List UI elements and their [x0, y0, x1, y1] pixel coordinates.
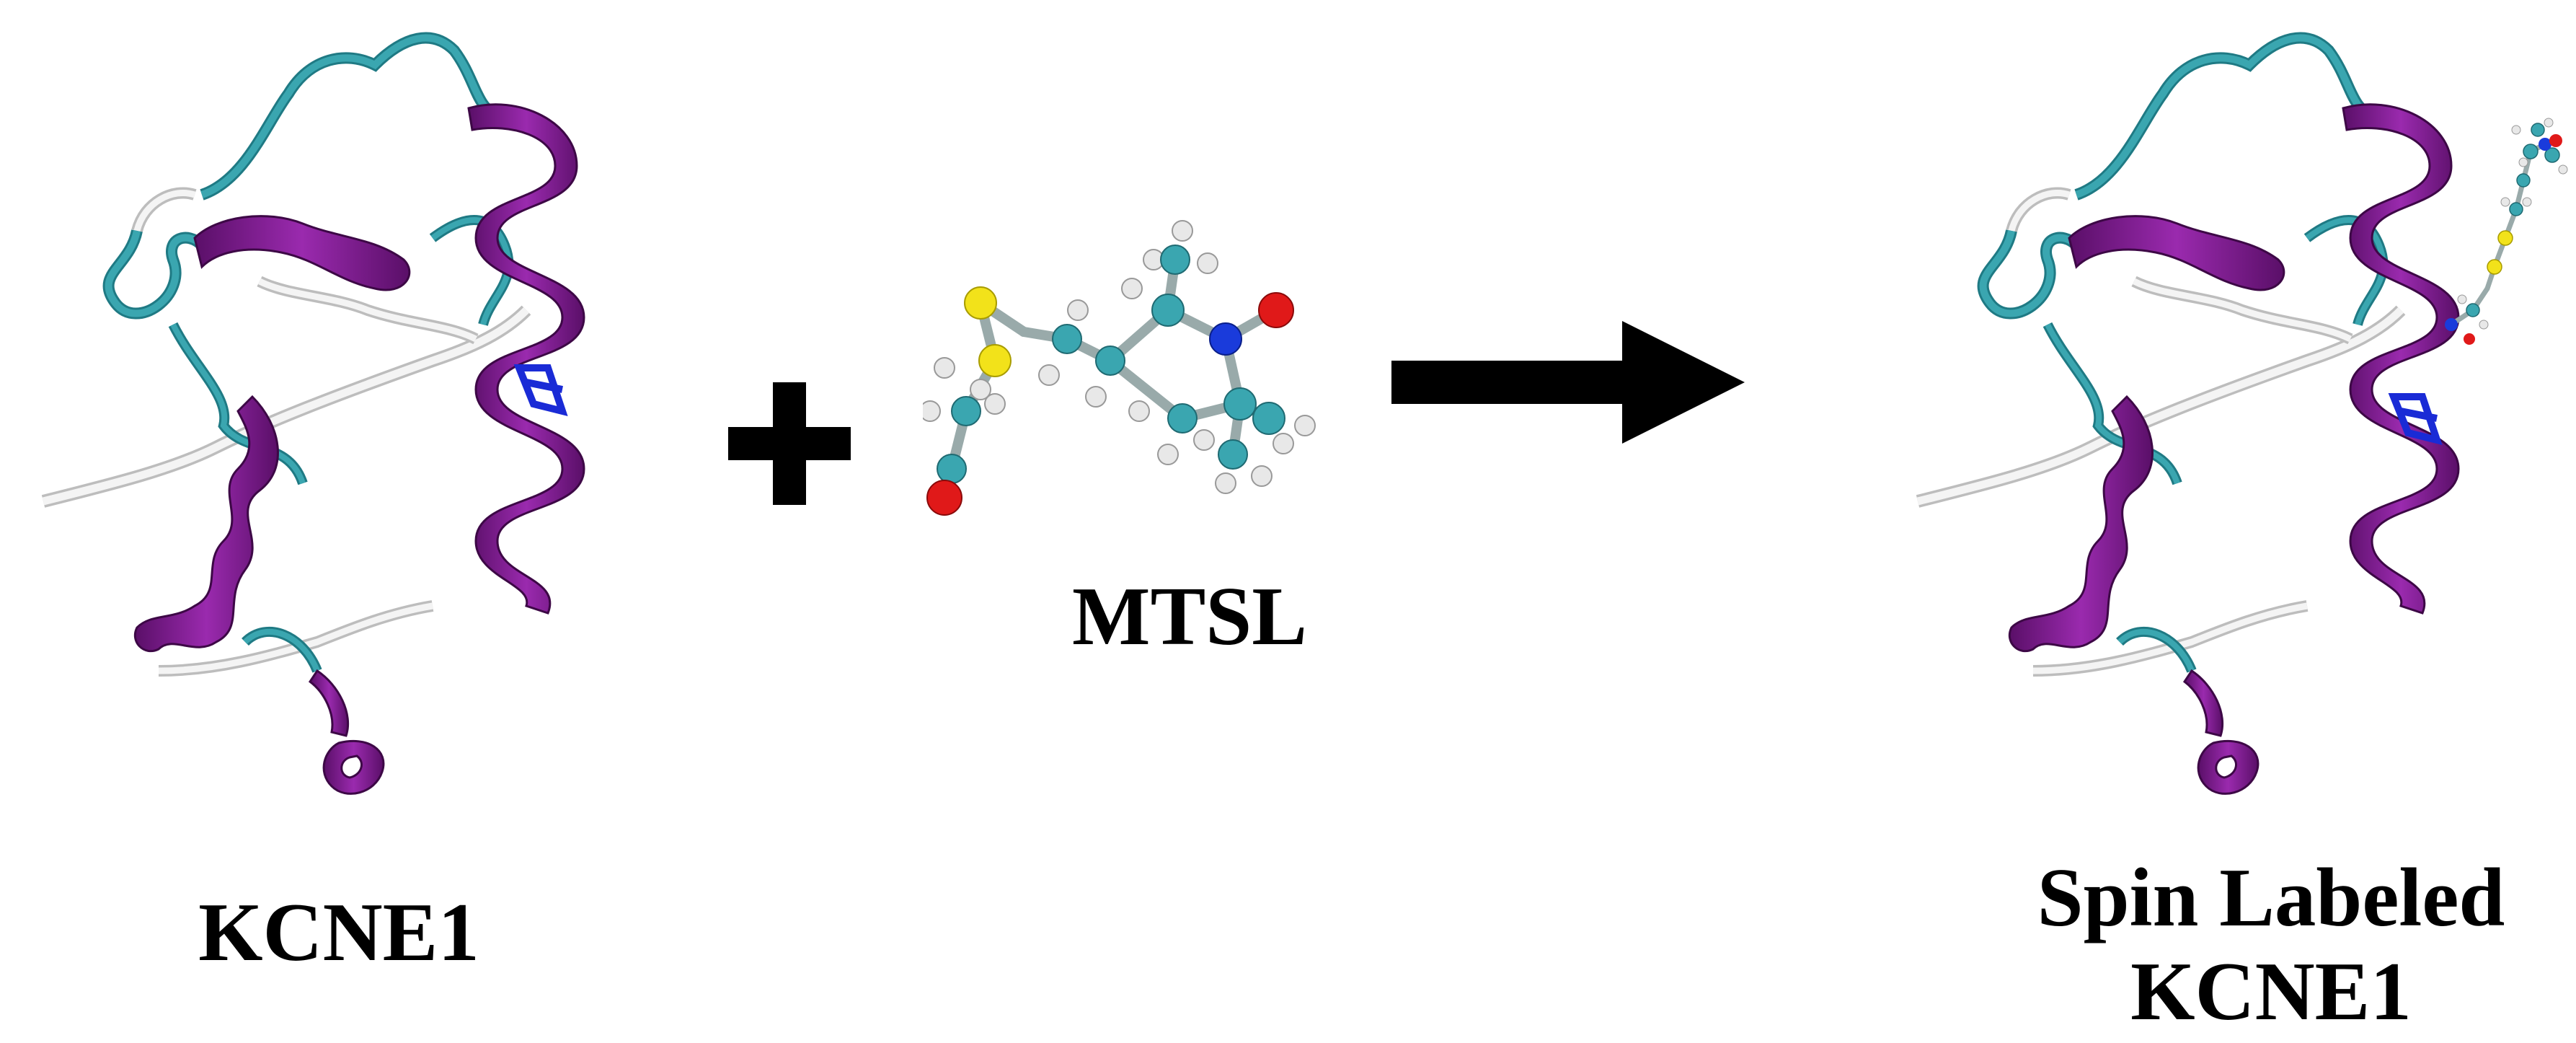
kcne1-structure [29, 22, 649, 801]
reaction-arrow [1391, 321, 1745, 444]
mtsl-label: MTSL [1072, 571, 1307, 662]
spin-labeled-line1: Spin Labeled [2037, 852, 2505, 943]
mtsl-molecule [923, 195, 1355, 527]
plus-sign [728, 382, 851, 505]
kcne1-label: KCNE1 [198, 886, 479, 978]
spin-labeled-line2: KCNE1 [2130, 946, 2412, 1037]
spin-labeled-kcne1-label: Spin Labeled KCNE1 [1983, 851, 2559, 1039]
spin-labeled-kcne1-structure [1903, 22, 2574, 801]
